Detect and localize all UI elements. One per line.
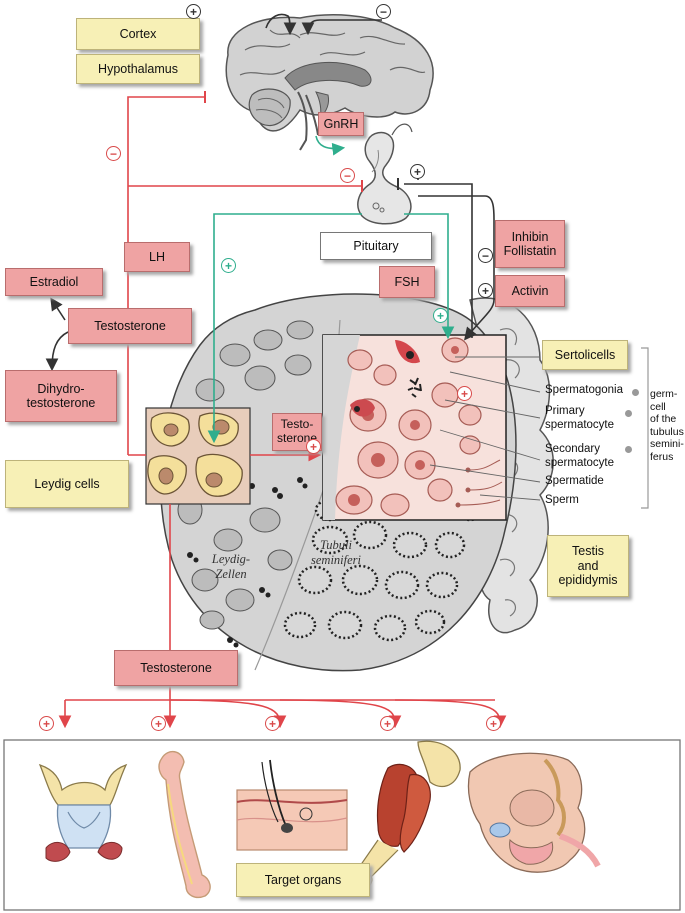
red-feedback-lines bbox=[58, 91, 507, 729]
minus-sign-pituitary-feedback: − bbox=[340, 168, 355, 183]
black-feedback-lines bbox=[45, 13, 495, 372]
pelvis-illustration bbox=[467, 752, 601, 873]
pituitary-illustration bbox=[357, 123, 413, 225]
hypothalamus-label: Hypothalamus bbox=[76, 54, 200, 84]
minus-sign-inhibin: − bbox=[478, 248, 493, 263]
skin-hair-illustration bbox=[236, 759, 348, 851]
plus-sign-reproductive: + bbox=[486, 716, 501, 731]
plus-sign-sertoli: + bbox=[457, 386, 472, 401]
germ-cell-secondary-spermatocyte: Secondary spermatocyte bbox=[545, 443, 615, 469]
sertolicells-label: Sertolicells bbox=[542, 340, 628, 370]
testosterone-label-bottom: Testosterone bbox=[114, 650, 238, 686]
testosterone-label-top: Testosterone bbox=[68, 308, 192, 344]
estradiol-label: Estradiol bbox=[5, 268, 103, 296]
larynx-illustration bbox=[38, 763, 128, 862]
lh-label: LH bbox=[124, 242, 190, 272]
germ-cell-primary-spermatocyte: Primary spermatocyte bbox=[545, 405, 615, 431]
plus-sign-lh: + bbox=[221, 258, 236, 273]
plus-sign-larynx: + bbox=[39, 716, 54, 731]
germ-cell-spermatide: Spermatide bbox=[545, 475, 604, 487]
seminiferous-tubule-inset bbox=[322, 334, 507, 521]
femur-illustration bbox=[158, 751, 211, 899]
leydig-cells-inset bbox=[145, 407, 251, 505]
fsh-label: FSH bbox=[379, 266, 435, 298]
primary-spermatocyte-marker bbox=[625, 410, 632, 417]
minus-sign-cortex: − bbox=[376, 4, 391, 19]
testis-epididymis-label: Testis and epididymis bbox=[547, 535, 629, 597]
plus-sign-testosterone-tubule: + bbox=[306, 439, 321, 454]
dihydrotestosterone-label: Dihydro- testosterone bbox=[5, 370, 117, 422]
secondary-spermatocyte-marker bbox=[625, 446, 632, 453]
germ-cell-sperm: Sperm bbox=[545, 494, 579, 506]
gnrh-label: GnRH bbox=[318, 112, 364, 136]
target-organs-label: Target organs bbox=[236, 863, 370, 897]
activin-label: Activin bbox=[495, 275, 565, 307]
plus-sign-muscle: + bbox=[380, 716, 395, 731]
plus-sign-activin: + bbox=[478, 283, 493, 298]
plus-sign-skin: + bbox=[265, 716, 280, 731]
green-stimulation-lines bbox=[207, 135, 455, 444]
leydig-zellen-label: Leydig- Zellen bbox=[211, 552, 251, 581]
plus-sign-bone: + bbox=[151, 716, 166, 731]
tubuli-seminiferi-label: Tubuli seminiferi bbox=[311, 538, 361, 567]
germ-cell-bracket bbox=[641, 347, 649, 509]
inhibin-follistatin-label: Inhibin Follistatin bbox=[495, 220, 565, 268]
germ-cell-spermatogonia: Spermatogonia bbox=[545, 384, 623, 396]
pituitary-label: Pituitary bbox=[320, 232, 432, 260]
germ-cell-group-label: germ- cell of the tubulus semini- ferus bbox=[650, 388, 684, 463]
brain-illustration bbox=[225, 14, 434, 151]
cortex-label: Cortex bbox=[76, 18, 200, 50]
plus-sign-fsh: + bbox=[433, 308, 448, 323]
minus-sign-hypothalamus-feedback: − bbox=[106, 146, 121, 161]
plus-sign-pituitary: + bbox=[410, 164, 425, 179]
plus-sign-cortex: + bbox=[186, 4, 201, 19]
leydig-cells-label: Leydig cells bbox=[5, 460, 129, 508]
spermatogonia-marker bbox=[632, 389, 639, 396]
germ-cell-pointers bbox=[429, 356, 541, 501]
